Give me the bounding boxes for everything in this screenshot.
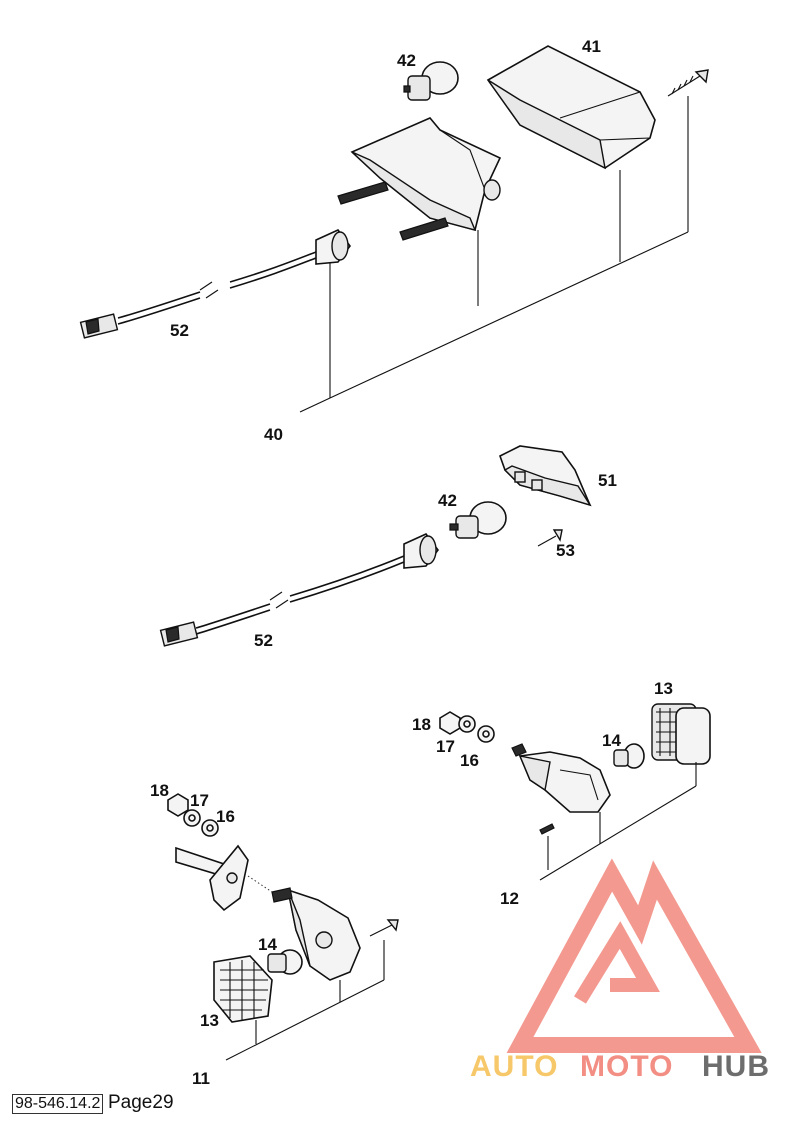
document-code: 98-546.14.2 — [12, 1094, 104, 1114]
callout-13-left: 13 — [200, 1011, 219, 1030]
washer-set-left — [167, 793, 219, 837]
callout-14-right: 14 — [602, 731, 621, 750]
screw-left — [369, 919, 399, 937]
license-light-assembly — [159, 445, 592, 647]
bulb-42-top — [403, 61, 459, 101]
turn-signal-housing-right — [511, 743, 611, 813]
callout-53: 53 — [556, 541, 575, 560]
lens-13-left — [213, 955, 273, 1023]
screw-53 — [537, 529, 563, 547]
tail-light-assembly — [79, 45, 709, 413]
page-number: Page29 — [108, 1092, 174, 1113]
callout-51: 51 — [598, 471, 617, 490]
bulb-14-left — [267, 949, 303, 975]
callout-52-top: 52 — [170, 321, 189, 340]
callout-40: 40 — [264, 425, 283, 444]
logo-text-hub: HUB — [702, 1050, 770, 1083]
tail-light-housing — [337, 117, 502, 241]
callout-18-left: 18 — [150, 781, 169, 800]
logo-text-moto: MOTO — [580, 1050, 673, 1083]
callout-41: 41 — [582, 37, 601, 56]
washer-set-right — [439, 711, 495, 743]
page-footer: 98-546.14.2 Page29 — [12, 1092, 174, 1114]
callout-11: 11 — [192, 1069, 210, 1088]
bulb-42-middle — [449, 501, 507, 539]
bulb-14-right — [613, 743, 645, 769]
turn-signal-left-assembly — [167, 793, 399, 1061]
callout-42-top: 42 — [397, 51, 416, 70]
callout-52-middle: 52 — [254, 631, 273, 650]
callout-13-right: 13 — [654, 679, 673, 698]
lens-13-right — [651, 703, 711, 765]
harness-52-middle — [159, 533, 439, 647]
tail-light-lens — [486, 45, 656, 170]
callout-16-right: 16 — [460, 751, 479, 770]
callout-17-right: 17 — [436, 737, 455, 756]
callout-42-middle: 42 — [438, 491, 457, 510]
callout-16-left: 16 — [216, 807, 235, 826]
turn-signal-right-assembly — [439, 703, 711, 881]
callout-17-left: 17 — [190, 791, 209, 810]
turn-signal-housing-left — [271, 887, 361, 981]
callout-14-left: 14 — [258, 935, 277, 954]
callout-12: 12 — [500, 889, 519, 908]
callout-18-right: 18 — [412, 715, 431, 734]
automotohub-logo — [506, 858, 762, 1053]
mounting-bracket — [175, 844, 249, 912]
harness-52-top — [79, 229, 351, 339]
lamp-cover-51 — [499, 445, 592, 507]
screw-top — [667, 69, 709, 97]
logo-text-auto: AUTO — [470, 1050, 558, 1083]
